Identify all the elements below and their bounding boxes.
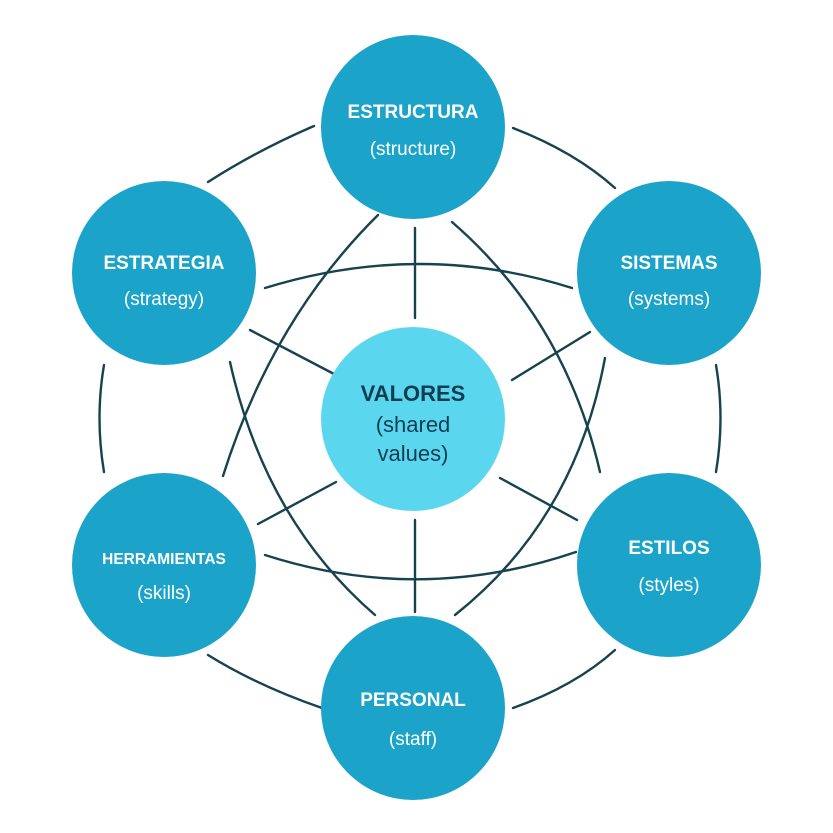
curve-strategy-staff — [228, 360, 377, 617]
node-skills-circle — [72, 473, 256, 657]
node-shared-values: VALORES (shared values) — [321, 327, 505, 511]
curve-strategy-systems — [263, 262, 574, 290]
node-styles: ESTILOS (styles) — [577, 473, 761, 657]
node-staff-circle — [321, 616, 505, 800]
spoke-skills — [256, 480, 338, 526]
node-staff: PERSONAL (staff) — [321, 616, 505, 800]
ring-arc-systems-styles — [714, 363, 722, 474]
curve-structure-styles — [450, 220, 602, 474]
node-systems-circle — [577, 181, 761, 365]
connection-lines — [98, 124, 722, 710]
ring-arc-structure-systems — [511, 126, 617, 190]
node-skills: HERRAMIENTAS (skills) — [72, 473, 256, 657]
node-strategy-circle — [72, 181, 256, 365]
ring-arc-styles-staff — [511, 648, 617, 710]
node-strategy-subtitle: (strategy) — [124, 289, 204, 310]
spoke-styles — [498, 476, 579, 522]
spoke-systems — [510, 330, 592, 382]
node-structure-subtitle: (structure) — [370, 139, 457, 160]
ring-arc-staff-skills — [206, 653, 324, 710]
spoke-strategy — [248, 328, 336, 376]
ring-arc-skills-strategy — [98, 363, 106, 474]
node-skills-title: HERRAMIENTAS — [102, 551, 226, 568]
node-systems-title: SISTEMAS — [620, 253, 717, 274]
node-shared-values-subtitle-line2: values) — [378, 441, 449, 466]
node-shared-values-subtitle-line1: (shared — [376, 412, 451, 437]
node-strategy-title: ESTRATEGIA — [103, 253, 224, 274]
node-staff-title: PERSONAL — [360, 690, 466, 711]
node-styles-title: ESTILOS — [628, 538, 709, 559]
node-styles-circle — [577, 473, 761, 657]
curve-structure-skills — [221, 213, 380, 478]
curve-systems-staff — [453, 356, 607, 617]
node-structure-title: ESTRUCTURA — [348, 102, 479, 123]
node-skills-subtitle: (skills) — [137, 583, 191, 604]
node-staff-subtitle: (staff) — [389, 729, 437, 750]
node-systems-subtitle: (systems) — [628, 289, 710, 310]
node-structure: ESTRUCTURA (structure) — [321, 35, 505, 219]
ring-arc-strategy-structure — [206, 124, 316, 184]
node-structure-circle — [321, 35, 505, 219]
node-shared-values-circle — [321, 327, 505, 511]
node-strategy: ESTRATEGIA (strategy) — [72, 181, 256, 365]
node-styles-subtitle: (styles) — [638, 575, 699, 596]
curve-skills-styles — [263, 550, 578, 581]
node-shared-values-title: VALORES — [361, 381, 466, 406]
node-systems: SISTEMAS (systems) — [577, 181, 761, 365]
